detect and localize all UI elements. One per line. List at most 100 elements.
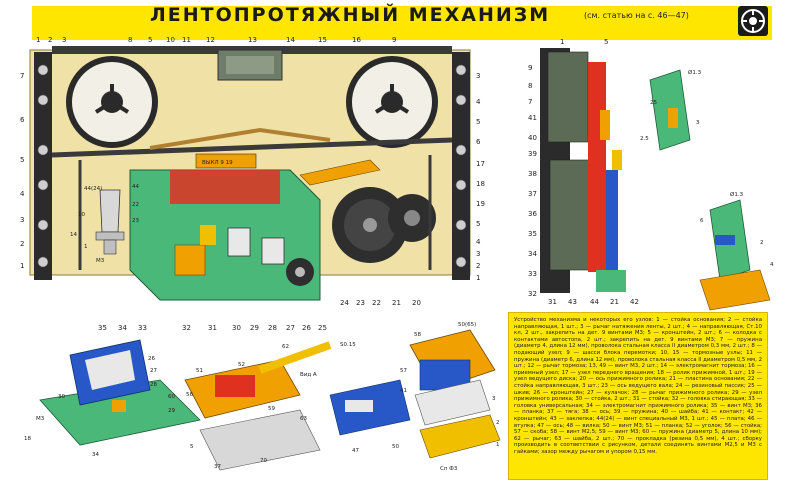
callout-label: 3 <box>62 36 66 44</box>
callout-label: 37 <box>214 464 221 470</box>
callout-label: 24 <box>340 299 349 307</box>
left-rail <box>34 52 52 280</box>
callout-label: 2 <box>760 240 764 246</box>
article-reference: (см. статью на с. 46—47) <box>584 11 689 20</box>
callout-label: 3 <box>476 72 480 80</box>
callout-label: 28 <box>150 382 157 388</box>
callout-label: 63 <box>300 416 307 422</box>
callout-label: М3 <box>96 258 105 264</box>
callout-label: 22 <box>372 299 381 307</box>
callout-label: S0.15 <box>340 342 356 348</box>
callout-label: 7 <box>20 72 24 80</box>
callout-label: 11 <box>182 36 191 44</box>
callout-label: 8 <box>128 36 132 44</box>
callout-label: 16 <box>352 36 361 44</box>
callout-label: 38 <box>528 170 537 178</box>
callout-label: 25 <box>650 100 657 106</box>
callout-label: Ø1.3 <box>688 69 702 76</box>
callout-label: 1 <box>36 36 40 44</box>
callout-label: 34 <box>528 250 537 258</box>
callout-label: 59 <box>268 406 275 412</box>
capstan-flywheel <box>332 187 436 263</box>
callout-label: 13 <box>248 36 257 44</box>
callout-label: 30 <box>58 394 65 400</box>
callout-label: 32 <box>528 290 537 298</box>
callout-label: 50(65) <box>458 322 476 328</box>
callout-label: 2 <box>48 36 52 44</box>
sign-text: ВЫКЛ 9 19 <box>202 160 233 166</box>
callout-label: 32 <box>182 324 191 332</box>
callout-label: 2.5 <box>640 136 649 142</box>
legend-text: Устройство механизма и некоторых его узл… <box>514 317 762 455</box>
page-title: ЛЕНТОПРОТЯЖНЫЙ МЕХАНИЗМ <box>150 4 551 26</box>
callout-label: 27 <box>286 324 295 332</box>
callout-label: 62 <box>282 344 289 350</box>
callout-label: 1 <box>84 244 88 250</box>
callout-label: 31 <box>208 324 217 332</box>
callout-label: 60 <box>168 394 175 400</box>
callout-label: 35 <box>528 230 537 238</box>
callout-label: 41 <box>400 388 407 394</box>
callout-label: 43 <box>568 298 577 306</box>
callout-label: 3 <box>476 250 480 258</box>
callout-label: 2 <box>20 240 24 248</box>
callout-label: 41 <box>528 114 537 122</box>
detail-d <box>409 329 501 459</box>
callout-label: 30 <box>232 324 241 332</box>
callout-label: 1 <box>476 274 480 282</box>
callout-label: 18 <box>476 180 485 188</box>
callout-label: 25 <box>318 324 327 332</box>
callout-label: 52 <box>238 362 245 368</box>
right-rail <box>452 52 470 280</box>
callout-label: 2 <box>496 420 500 426</box>
callout-label: 50 <box>392 444 399 450</box>
callout-label: 12 <box>206 36 215 44</box>
rail-bolts <box>37 64 467 268</box>
callout-label: 70 <box>260 458 267 464</box>
callout-label: 23 <box>132 218 139 224</box>
callout-label: 47 <box>352 448 359 454</box>
callout-label: 18 <box>24 436 31 442</box>
publisher-logo-icon <box>738 6 768 36</box>
callout-label: 29 <box>250 324 259 332</box>
callout-label: 37 <box>528 190 537 198</box>
callout-label: 34 <box>92 452 99 458</box>
callout-label: 29 <box>168 408 175 414</box>
callout-label: 1 <box>20 262 24 270</box>
callout-label: 10 <box>78 212 85 218</box>
callout-label: 1 <box>560 38 564 46</box>
callout-label: 57 <box>400 368 407 374</box>
callout-label: 26 <box>302 324 311 332</box>
warning-sign <box>195 153 257 169</box>
callout-label: 5 <box>190 444 194 450</box>
callout-label: 44 <box>132 184 139 190</box>
callout-label: 2 <box>476 262 480 270</box>
callout-label: 1 <box>496 442 500 448</box>
callout-label: 4 <box>20 190 25 198</box>
callout-label: 40 <box>528 134 537 142</box>
callout-label: 51 <box>196 368 203 374</box>
legend-panel: Устройство механизма и некоторых его узл… <box>508 312 768 480</box>
callout-label: 3 <box>20 216 24 224</box>
callout-label: 5 <box>20 156 24 164</box>
callout-label: 22 <box>132 202 139 208</box>
callout-label: 14 <box>286 36 295 44</box>
callout-label: 44 <box>590 298 599 306</box>
callout-label: 4 <box>476 238 481 246</box>
callout-label: 5 <box>148 36 152 44</box>
callout-label: 27 <box>150 368 157 374</box>
callout-label: 26 <box>148 356 155 362</box>
callout-label: 6 <box>700 218 704 224</box>
callout-label: 5 <box>476 220 480 228</box>
callout-label: 15 <box>318 36 327 44</box>
callout-label: 44(24) <box>84 186 102 192</box>
callout-label: 5 <box>476 118 480 126</box>
detail-c <box>184 341 411 471</box>
callout-label: 6 <box>20 116 25 124</box>
